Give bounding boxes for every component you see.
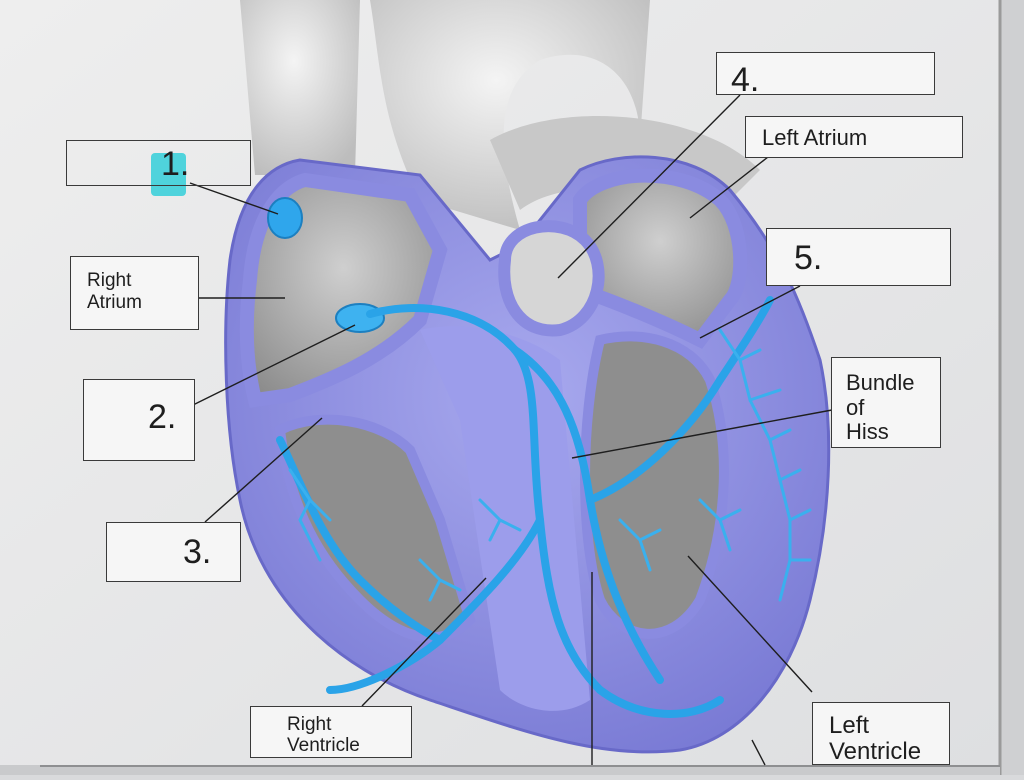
label-5-text: 5. — [794, 239, 823, 277]
bundle-line2: of — [846, 395, 865, 420]
aorta — [370, 0, 650, 230]
right-ventricle-line1: Right — [287, 714, 332, 735]
right-atrium-line2: Atrium — [87, 292, 142, 313]
bundle-line3: Hiss — [846, 419, 889, 444]
label-3-text: 3. — [183, 533, 212, 571]
label-box-1[interactable]: 1. — [66, 140, 251, 186]
label-4-text: 4. — [731, 61, 760, 99]
label-1-highlight — [151, 153, 186, 196]
label-box-left-ventricle[interactable]: Left Ventricle — [812, 702, 950, 765]
aortic-valve — [498, 220, 605, 337]
label-box-3[interactable]: 3. — [106, 522, 241, 582]
label-box-2[interactable]: 2. — [83, 379, 195, 461]
label-1-text: 1. — [161, 145, 190, 183]
conduction-system — [276, 296, 774, 718]
superior-vena-cava — [240, 0, 360, 175]
label-box-5[interactable]: 5. — [766, 228, 951, 286]
right-atrium-line1: Right — [87, 270, 132, 291]
label-box-bundle-of-hiss[interactable]: Bundle of Hiss — [831, 357, 941, 448]
label-2-text: 2. — [148, 398, 177, 436]
left-ventricle-line2: Ventricle — [829, 738, 922, 765]
left-ventricle-chamber — [580, 331, 729, 639]
label-box-right-atrium[interactable]: Right Atrium — [70, 256, 199, 330]
sa-node — [267, 197, 303, 239]
leader-lines — [189, 94, 833, 766]
label-box-4[interactable]: 4. — [716, 52, 935, 98]
interventricular-septum — [420, 326, 590, 711]
bundle-line1: Bundle — [846, 370, 915, 395]
screen-edge-right — [1000, 0, 1024, 775]
left-atrium-text: Left Atrium — [762, 125, 868, 150]
purkinje-fibers — [288, 328, 812, 602]
label-box-right-ventricle[interactable]: Right Ventricle — [250, 706, 412, 758]
right-ventricle-line2: Ventricle — [287, 735, 360, 756]
left-ventricle-line1: Left — [829, 712, 870, 739]
label-box-left-atrium[interactable]: Left Atrium — [745, 116, 963, 158]
screen-bezel-bottom — [0, 765, 1000, 775]
right-ventricle-chamber — [274, 414, 476, 643]
left-atrium-chamber — [573, 168, 748, 349]
